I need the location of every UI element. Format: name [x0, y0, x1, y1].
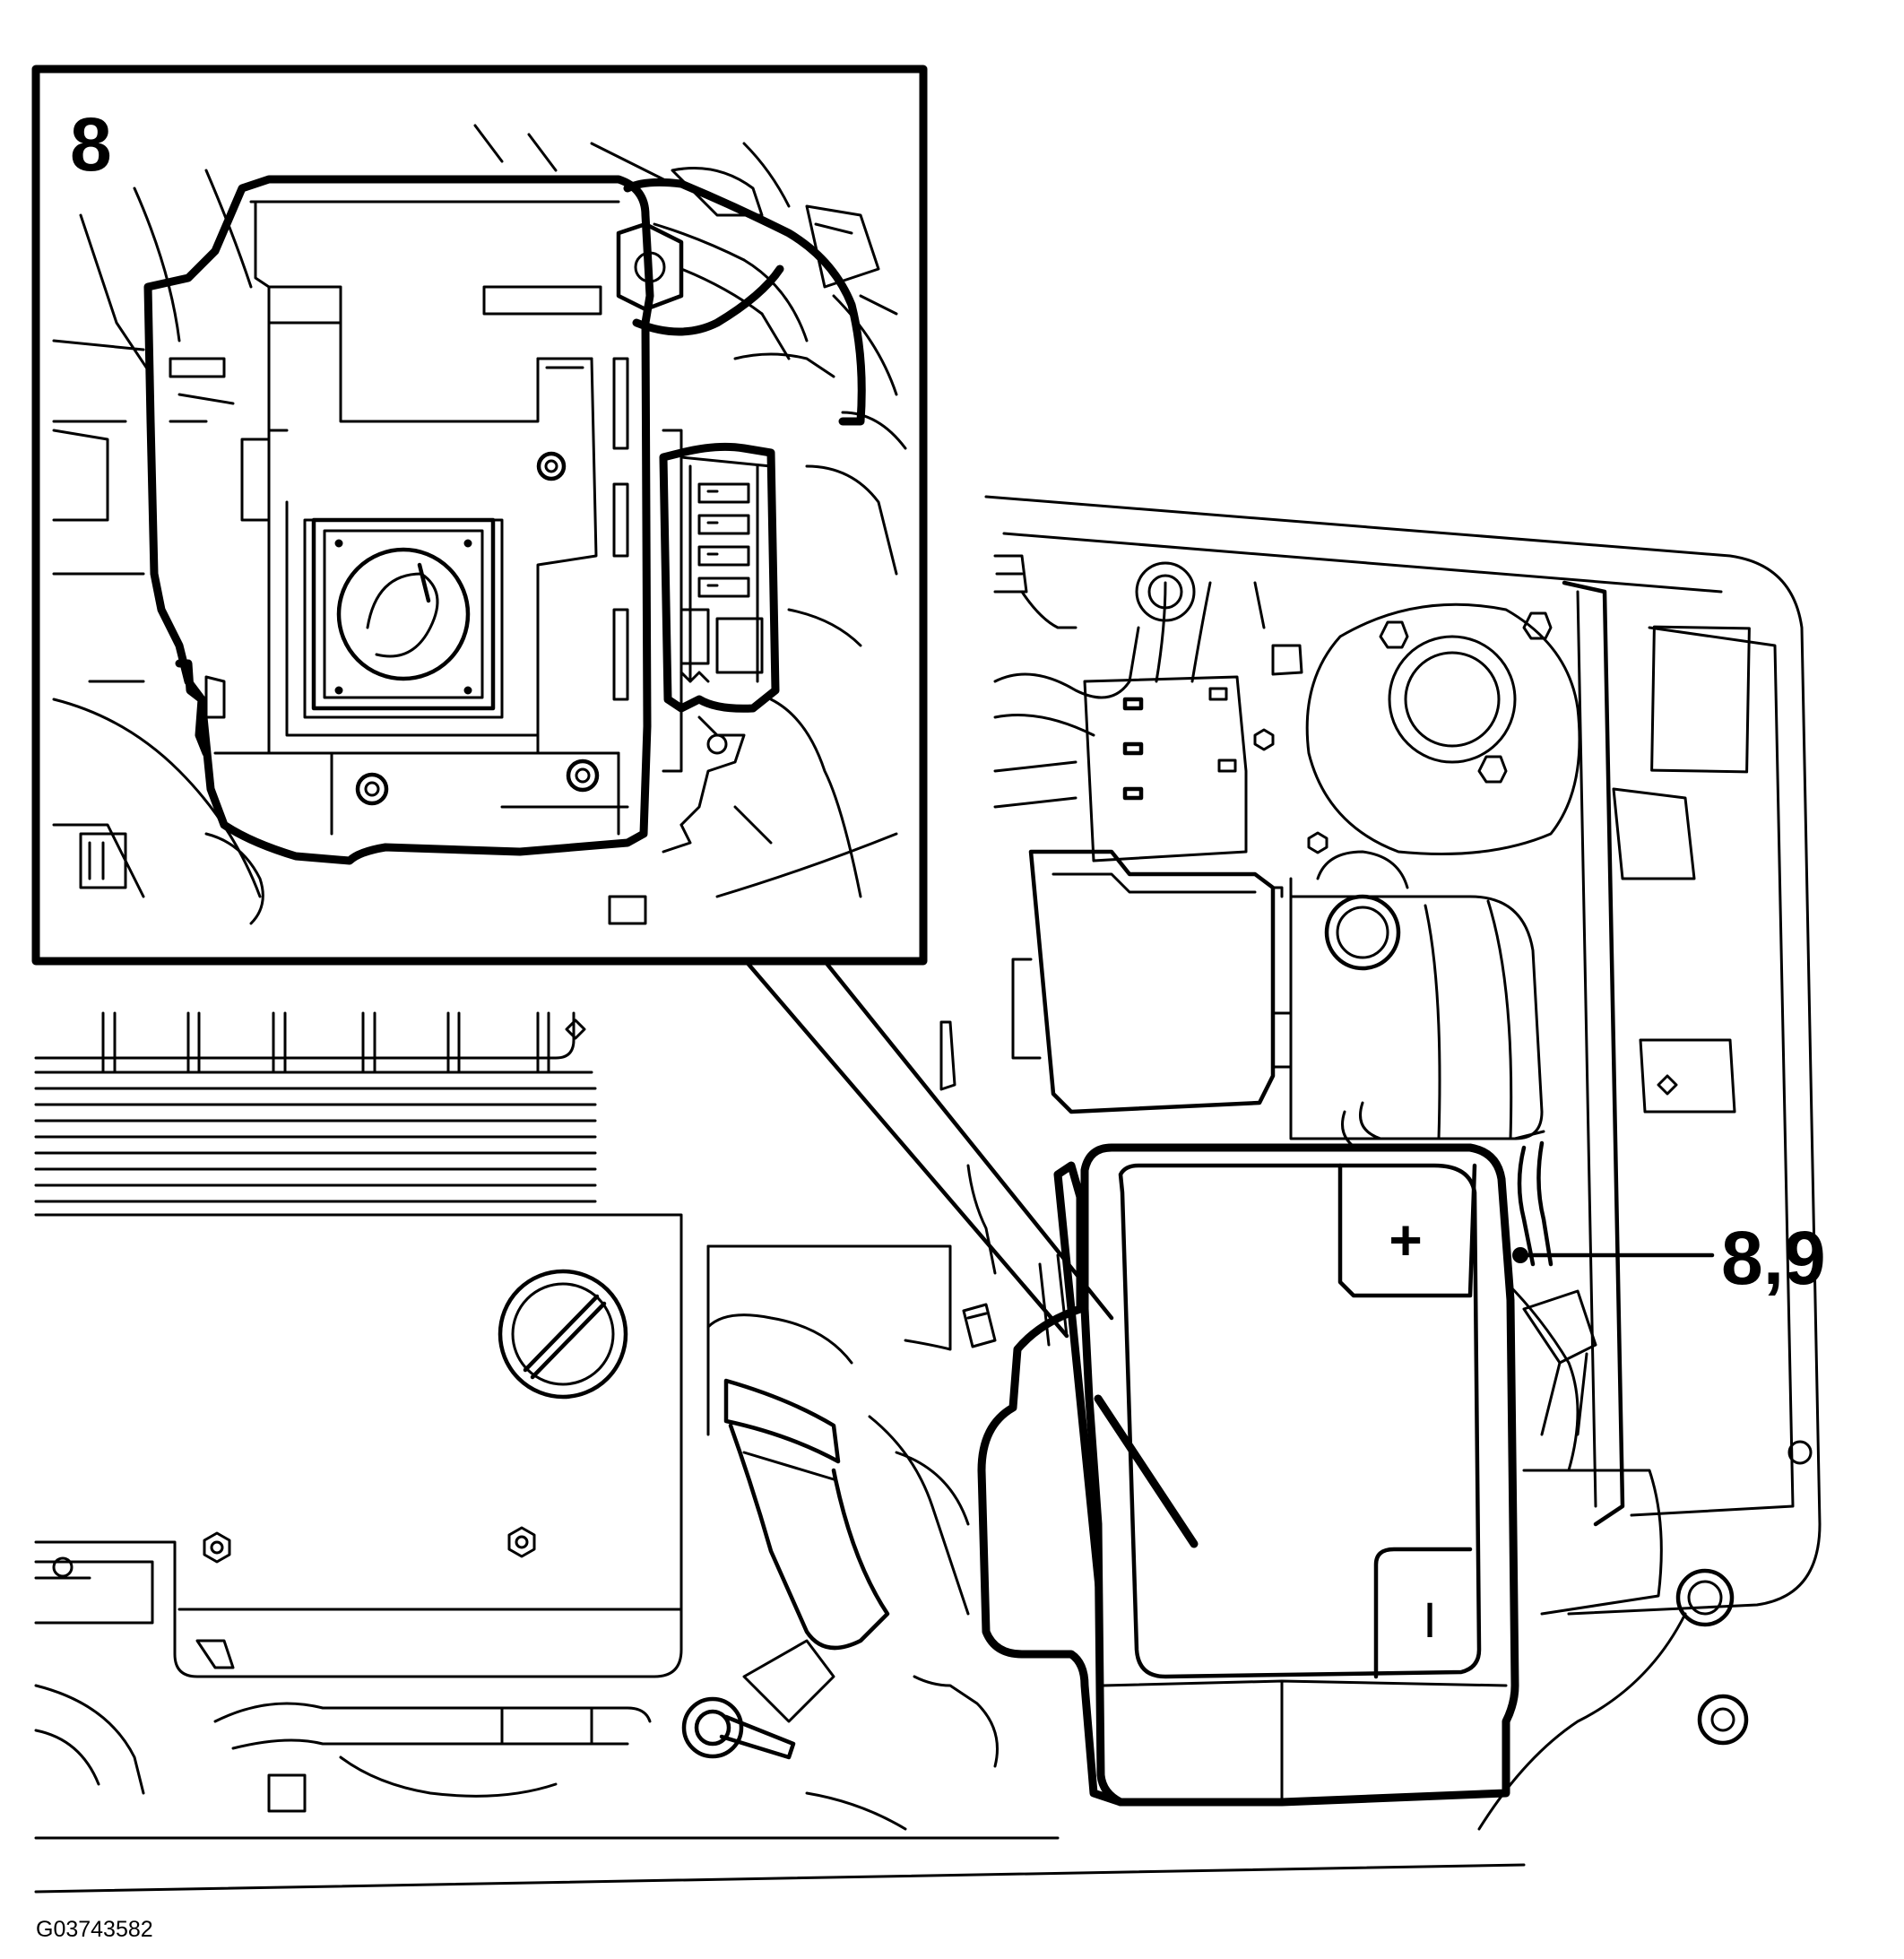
inset-left-bracket — [175, 659, 211, 758]
negative-terminal-symbol: I — [1423, 1591, 1437, 1648]
inset-lower-harness — [662, 715, 746, 854]
battery-harness — [1341, 1101, 1597, 1472]
battery-assembly: + I — [977, 1143, 1519, 1807]
inset-cover-outline — [143, 175, 654, 865]
engine-bay-main-view: + I 8,9 — [34, 495, 1826, 1894]
inset-detail-view: 8 — [31, 65, 1114, 1339]
intake-hose — [706, 1244, 970, 1651]
inset-cover-details — [169, 200, 629, 836]
fender-and-strut-tower — [984, 495, 1822, 1831]
callout-8-9: 8,9 — [1512, 1216, 1826, 1300]
figure-id: G03743582 — [36, 1917, 153, 1942]
brake-lines-and-module — [993, 554, 1328, 862]
inset-battery-cable — [616, 178, 866, 426]
positive-terminal-symbol: + — [1389, 1208, 1422, 1272]
relay-box — [1011, 849, 1293, 1114]
inset-step-label: 8 — [70, 102, 112, 186]
misc-connectors — [939, 1020, 1069, 1348]
callout-label-8-9: 8,9 — [1721, 1216, 1826, 1300]
inset-fuse-box — [659, 442, 780, 713]
inset-leader-lines — [743, 958, 1114, 1339]
engine-cover — [34, 1011, 683, 1678]
inset-background — [52, 124, 907, 925]
lower-hoses — [34, 1639, 1526, 1894]
